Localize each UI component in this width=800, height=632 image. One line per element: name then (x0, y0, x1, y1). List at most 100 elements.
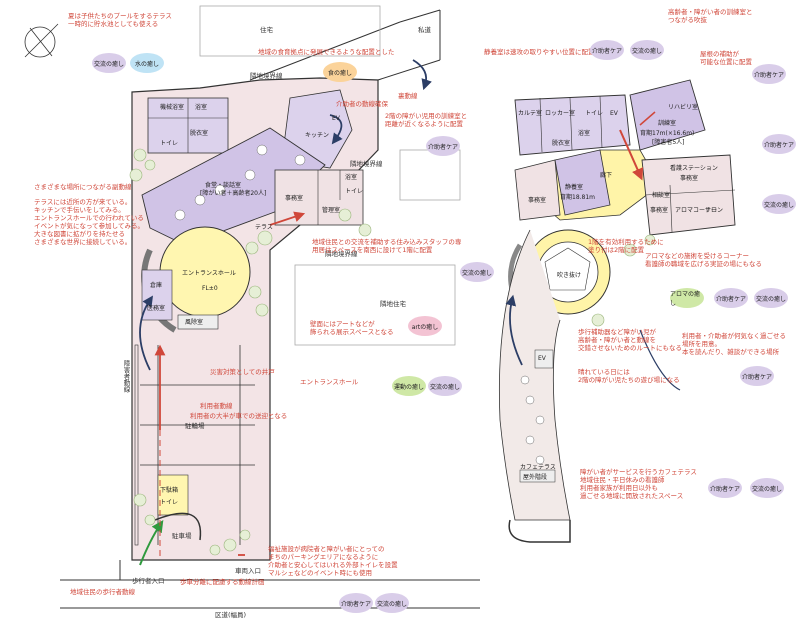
room-toilet-r: トイレ (585, 110, 604, 117)
room-ev2: EV (538, 355, 546, 362)
label-top-houses: 住宅 (260, 26, 273, 34)
room-toilet2: トイレ (345, 188, 364, 195)
neighbor-block-top (199, 5, 381, 57)
room-stair: 屋外階段 (523, 474, 548, 481)
room-bath-r: 浴室 (578, 130, 591, 137)
training-room (629, 79, 706, 151)
annotation-pool-terrace: 夏は子供たちのプールをするテラス 一時的に貯水池としても使える (68, 12, 172, 28)
annotation-pedestrian-entrance: 歩行者入口 (132, 577, 165, 585)
room-dressing: 脱衣室 (190, 130, 209, 137)
bubble-care-r3: 介助者ケア (762, 134, 796, 154)
bubble-exchange-2: 交流の癒し (460, 262, 494, 282)
outdoor-toilet (157, 474, 189, 516)
room-wind: 風除室 (185, 319, 204, 326)
label-road: 区道(幅員) (215, 611, 247, 619)
neighbor-block-right-top (399, 149, 461, 201)
nurse-station (641, 154, 736, 236)
annotation-separation: 歩車分離に配慮する動線計画 (180, 578, 265, 586)
annotation-casual-place: 利用者・介助者が何気なく過ごせる 場所を用意。 本を読んだり、雑談ができる場所 (682, 332, 786, 356)
room-storage: 倉庫 (150, 282, 163, 289)
quiet-room (554, 149, 611, 216)
annotation-pedestrian-route: 地域住民の歩行者動線 (70, 588, 135, 596)
room-toilet: トイレ (160, 140, 179, 147)
label-disaster-well: 災害対策としての井戸 (210, 368, 275, 376)
room-bath: 浴室 (195, 104, 208, 111)
right-top-block (514, 94, 631, 156)
room-consult: 相談室 (652, 192, 671, 199)
neighbor-block-right (294, 264, 456, 346)
bubble-care-1: 介助者ケア (426, 136, 460, 156)
bubble-exercise: 運動の癒し (392, 376, 426, 396)
room-nurse-sub: 事務室 (680, 175, 699, 182)
room-locker: ロッカー室 (545, 110, 576, 117)
annotation-roof: 屋根の補助が 可能な位置に配置 (700, 50, 752, 66)
room-bathroom: 機械浴室 (160, 104, 185, 111)
bubble-care-r4: 介助者ケア (714, 288, 748, 308)
annotation-care-route: 介助者の動線確保 (336, 100, 388, 108)
bubble-care-r2: 介助者ケア (752, 64, 786, 84)
bubble-food: 食の癒し (323, 62, 357, 82)
bubble-care-2: 介助者ケア (339, 593, 373, 613)
label-boundary-2: 隣地境界線 (350, 160, 383, 168)
room-bath2: 浴室 (345, 174, 358, 181)
label-top-road: 私道 (418, 26, 431, 34)
room-entrance: エントランスホール (182, 270, 236, 277)
annotation-training-near: 2階の障がい児用の訓練室と 距離が近くなるように配置 (385, 112, 468, 128)
windbreak (177, 314, 219, 330)
annotation-atrium: 高齢者・障がい者の訓練室と つながる吹抜 (668, 8, 753, 24)
bubble-care-r5: 介助者ケア (740, 366, 774, 386)
room-office2: 事務室 (528, 197, 547, 204)
bubble-aroma: アロマの癒し (670, 288, 704, 308)
annotation-quiet-room: 静養室は速攻の取りやすい位置に配置 (484, 48, 595, 56)
room-quiet: 静養室 (565, 184, 584, 191)
room-nurse: 看護ステーション (670, 165, 718, 172)
room-shoes: 下駄箱 (160, 487, 179, 494)
room-kitchen: キッチン (305, 132, 330, 139)
bubble-exchange-r4: 交流の癒し (750, 478, 784, 498)
annotation-art-wall: 壁面にはアートなどが 飾られる展示スペースとなる (310, 320, 394, 336)
annotation-entrance-hall: エントランスホール (300, 378, 359, 386)
room-aroma: アロマコーナー (675, 207, 718, 214)
bubble-water: 水の癒し (130, 53, 164, 73)
room-cafe: カフェテラス (520, 464, 556, 471)
annotation-vehicle-entrance: 車両入口 (235, 567, 261, 575)
annotation-aroma-corner: アロマなどの施術を受けるコーナー 看護師の職域を広げる実証の場にもなる (645, 252, 762, 268)
annotation-staff-housing: 地域住民との交流を補助する住み込みスタッフの専 用居住スペースを南西に設けて1階… (312, 238, 462, 254)
label-right-neighbor: 隣地住宅 (380, 300, 406, 308)
room-floor: FL±0 (202, 285, 218, 292)
bubble-care-r6: 介助者ケア (708, 478, 742, 498)
room-medical: 医務室 (147, 305, 166, 312)
annotation-first-floor: 1階を有効利用するために 塗り付は2階に配置 (588, 238, 664, 254)
label-boundary-3: 隣地境界線 (325, 250, 358, 258)
room-void: 吹き抜け (557, 272, 582, 279)
annotation-back-route: 裏動線 (398, 92, 418, 100)
bubble-exchange-r1: 交流の癒し (630, 40, 664, 60)
label-bike: 駐輪場 (185, 422, 205, 430)
room-consult2: 事務室 (650, 207, 669, 214)
label-parking: 駐車場 (172, 532, 192, 540)
bubble-exchange-r3: 交流の癒し (754, 288, 788, 308)
cafe-terrace (498, 229, 571, 521)
bubble-art: artの癒し (408, 316, 442, 336)
annotation-parking-area: 福祉施設が病院者と障がい者にとっての まちのパーキングエリアになるように 介助者… (268, 545, 398, 577)
room-admin: 管理室 (322, 207, 341, 214)
north-mark (24, 23, 59, 58)
annotation-walking-aid: 歩行補助器など障がい児が 高齢者・障がい者と動線を 交錯させないためのルートにも… (578, 328, 682, 352)
room-ev-r: EV (610, 110, 618, 117)
bubble-exchange-r2: 交流の癒し (762, 194, 796, 214)
room-dressing-r: 脱衣室 (552, 140, 571, 147)
room-training: 訓練室 (658, 120, 677, 127)
bubble-exchange-4: 交流の癒し (375, 593, 409, 613)
room-karte: カルテ室 (518, 110, 543, 117)
annotation-sub-route: さまざまな場所につながる副動線 (34, 183, 132, 191)
room-terrace: テラス (255, 224, 273, 231)
office-pink (514, 159, 561, 221)
room-training-sub2: [障害者5人] (652, 139, 685, 146)
room-toilet3: トイレ (160, 499, 179, 506)
room-training-sub: 育期17m(×16.6m) (640, 130, 695, 137)
room-corridor: 廊下 (600, 172, 613, 179)
annotation-car-pickup: 利用者の大半が車での送迎となる (190, 412, 288, 420)
room-quiet-sub: 育期18.81m (560, 194, 596, 201)
